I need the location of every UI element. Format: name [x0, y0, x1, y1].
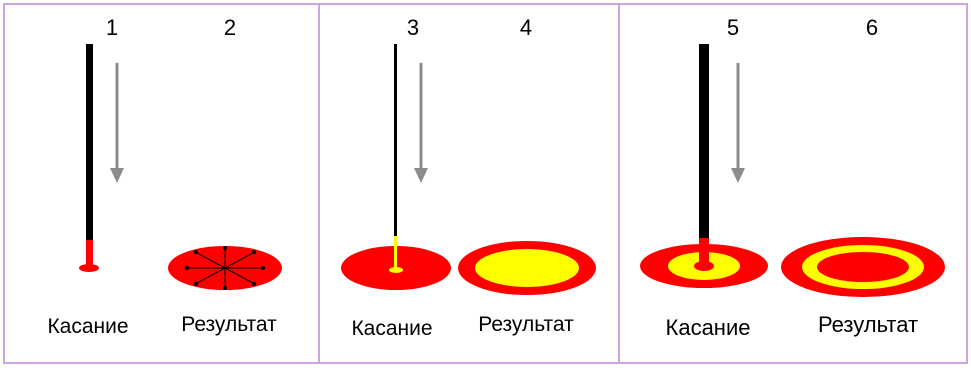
step-number-5: 5: [727, 15, 739, 40]
panel-2: 3 4 Касание Результат: [341, 15, 596, 340]
down-arrow-icon: [414, 63, 428, 183]
rod-tip: [394, 236, 397, 268]
touch-core: [389, 267, 403, 273]
down-arrow-icon: [110, 63, 124, 183]
rod-tip: [86, 240, 93, 268]
result-label: Результат: [181, 313, 277, 336]
touch-label: Касание: [666, 315, 751, 340]
rod-icon: [699, 44, 709, 238]
rod-tip: [699, 238, 709, 268]
result-spot-icon: [458, 241, 596, 295]
result-label: Результат: [478, 313, 574, 336]
step-number-2: 2: [224, 15, 236, 40]
step-number-3: 3: [407, 15, 419, 40]
result-spot-icon: [781, 237, 945, 297]
panel-3: 5 6 Касание Результат: [640, 15, 945, 340]
step-number-1: 1: [106, 15, 118, 40]
rod-icon: [86, 44, 93, 240]
touch-label: Касание: [47, 315, 128, 338]
down-arrow-icon: [731, 63, 745, 183]
result-label: Результат: [818, 312, 918, 337]
step-number-4: 4: [520, 15, 532, 40]
rod-icon: [394, 44, 397, 236]
spreading-spot-icon: [168, 246, 282, 290]
touch-label: Касание: [351, 317, 432, 340]
step-number-6: 6: [866, 15, 878, 40]
touch-spot: [79, 264, 99, 272]
panel-1: 1 2: [47, 15, 282, 338]
outer-frame: [3, 3, 968, 364]
